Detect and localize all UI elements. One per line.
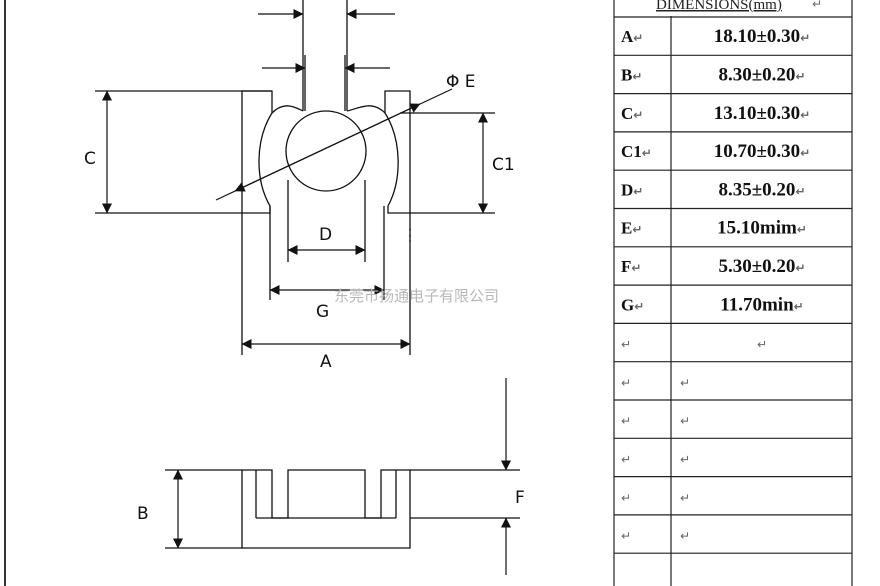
row-value: 13.10±0.30↵ bbox=[714, 103, 811, 124]
row-value: 5.30±0.20↵ bbox=[719, 256, 806, 277]
label-c: C bbox=[84, 149, 96, 169]
table-row: D↵ 8.35±0.20↵ bbox=[621, 179, 806, 200]
row-key: ↵ bbox=[621, 529, 631, 543]
row-key: E↵ bbox=[621, 219, 642, 238]
center-post bbox=[285, 110, 367, 192]
table-row: C↵ 13.10±0.30↵ bbox=[621, 103, 810, 124]
row-value: 15.10mim↵ bbox=[717, 218, 807, 239]
row-value: ↵ bbox=[757, 338, 767, 352]
svg-text:↵: ↵ bbox=[812, 0, 822, 11]
row-key: ↵ bbox=[621, 491, 631, 505]
label-c1: C1 bbox=[492, 155, 515, 175]
table-header: DIMENSIONS(mm) bbox=[656, 0, 782, 13]
row-key: B↵ bbox=[621, 65, 642, 84]
table-row: G↵ 11.70min↵ bbox=[621, 294, 804, 315]
label-a: A bbox=[320, 352, 332, 372]
row-value: ↵ bbox=[680, 414, 690, 428]
table-row: ↵↵ bbox=[621, 414, 690, 428]
row-value: 8.30±0.20↵ bbox=[719, 64, 806, 85]
table-row: ↵↵ bbox=[621, 376, 690, 390]
label-b: B bbox=[137, 504, 149, 524]
side-view-outline bbox=[241, 469, 411, 549]
label-e: Φ E bbox=[446, 72, 476, 92]
row-key: C↵ bbox=[621, 104, 643, 123]
row-key: ↵ bbox=[621, 452, 631, 466]
top-view-dimensions bbox=[102, 9, 488, 349]
table-row: F↵ 5.30±0.20↵ bbox=[621, 256, 806, 277]
table-row: C1↵ 10.70±0.30↵ bbox=[621, 141, 810, 162]
table-row: ↵↵ bbox=[621, 452, 690, 466]
row-key: ↵ bbox=[621, 376, 631, 390]
core-right-leg bbox=[384, 90, 411, 214]
row-value: ↵ bbox=[680, 491, 690, 505]
row-value: 11.70min↵ bbox=[720, 294, 803, 315]
row-key: D↵ bbox=[621, 180, 643, 199]
table-row: ↵↵ bbox=[621, 338, 767, 352]
company-watermark: 东莞市扬通电子有限公司 bbox=[334, 287, 499, 305]
row-key: G↵ bbox=[621, 295, 644, 314]
row-value: 8.35±0.20↵ bbox=[719, 179, 806, 200]
row-value: ↵ bbox=[680, 376, 690, 390]
label-f: F bbox=[515, 488, 525, 508]
row-key: F↵ bbox=[621, 257, 641, 276]
table-row: B↵ 8.30±0.20↵ bbox=[621, 64, 806, 85]
row-key: C1↵ bbox=[621, 142, 652, 161]
row-key: ↵ bbox=[621, 414, 631, 428]
table-row: A↵ 18.10±0.30↵ bbox=[621, 26, 810, 47]
row-key: ↵ bbox=[621, 338, 631, 352]
table-row: ↵↵ bbox=[621, 529, 690, 543]
row-value: ↵ bbox=[680, 452, 690, 466]
side-view-dimensions bbox=[173, 378, 511, 575]
row-key: A↵ bbox=[621, 27, 643, 46]
core-left-leg bbox=[241, 90, 273, 214]
row-value: 10.70±0.30↵ bbox=[714, 141, 811, 162]
row-value: 18.10±0.30↵ bbox=[714, 26, 811, 47]
row-value: ↵ bbox=[680, 529, 690, 543]
label-g: G bbox=[316, 302, 329, 322]
table-row: E↵ 15.10mim↵ bbox=[621, 218, 807, 239]
label-d: D bbox=[319, 225, 332, 245]
side-view bbox=[165, 469, 520, 549]
dimensions-table: DIMENSIONS(mm) ↵ A↵ 18.10±0.30↵ B↵ 8.30±0.2… bbox=[613, 0, 853, 586]
table-row: ↵↵ bbox=[621, 491, 690, 505]
